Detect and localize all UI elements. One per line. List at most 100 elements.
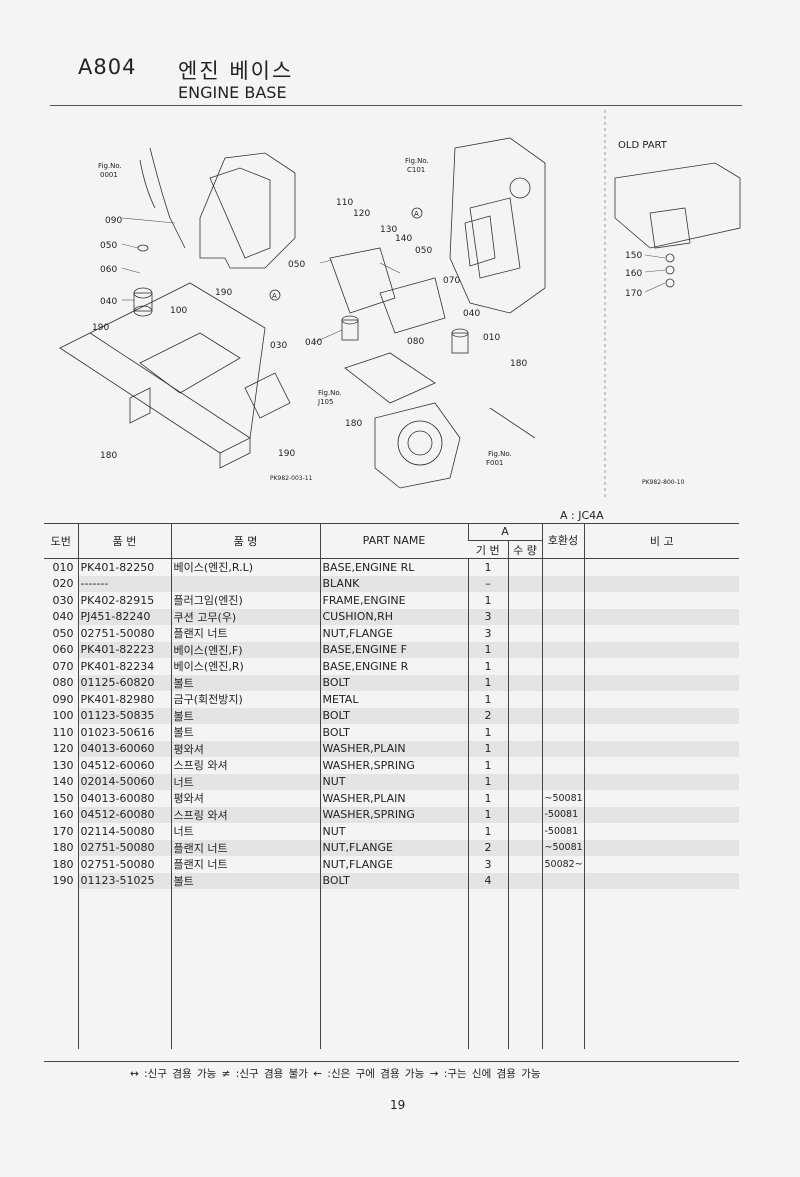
- ref-number: 030: [52, 593, 74, 607]
- name-english: BASE,ENGINE F: [319, 641, 468, 658]
- part-number: PK402-82915: [77, 592, 171, 609]
- quantity: [507, 691, 542, 708]
- remarks: [583, 856, 739, 873]
- base-quantity: 1: [467, 691, 508, 708]
- base-quantity: 1: [467, 757, 508, 774]
- callout-040-c: 040: [463, 309, 480, 319]
- old-part-label: OLD PART: [618, 140, 668, 151]
- quantity: [507, 856, 542, 873]
- interchangeability: [541, 641, 584, 658]
- quantity: [507, 740, 542, 757]
- transmission-housing: [449, 137, 546, 314]
- base-quantity: 1: [467, 823, 508, 840]
- part-number: 01123-50835: [77, 707, 171, 724]
- ref-number: 110: [52, 725, 74, 739]
- col-header-name-en: PART NAME: [319, 523, 468, 559]
- base-quantity: 2: [467, 707, 508, 724]
- model-label: A : JC4A: [560, 509, 604, 522]
- name-english: BASE,ENGINE RL: [319, 558, 468, 576]
- name-english: NUT: [319, 823, 468, 840]
- base-quantity: 1: [467, 740, 508, 757]
- part-number: 02751-50080: [77, 625, 171, 642]
- col-header-qty: 수 량: [507, 540, 542, 559]
- remarks: [583, 674, 739, 691]
- name-english: BASE,ENGINE R: [319, 658, 468, 675]
- hydraulic-unit: [374, 402, 461, 489]
- name-korean: 플랜지 너트: [170, 625, 320, 642]
- long-bolt: [489, 407, 536, 439]
- callout-140: 140: [395, 234, 412, 244]
- name-korean: 플러그임(엔진): [170, 592, 320, 609]
- ref-number: 180: [52, 841, 74, 855]
- name-korean: 볼트: [170, 724, 320, 741]
- col-header-no: 도번: [44, 523, 78, 559]
- base-quantity: 4: [467, 872, 508, 889]
- remarks: [583, 823, 739, 840]
- part-number: 02751-50080: [77, 839, 171, 856]
- part-number: 02751-50080: [77, 856, 171, 873]
- interchangeability: [541, 592, 584, 609]
- part-number: 01125-60820: [77, 674, 171, 691]
- name-english: BOLT: [319, 707, 468, 724]
- page-title-english: ENGINE BASE: [178, 83, 287, 102]
- svg-text:A: A: [272, 292, 277, 300]
- callout-050-c: 050: [288, 260, 305, 270]
- col-header-base-no: 기 번: [468, 540, 508, 559]
- quantity: [507, 641, 542, 658]
- interchangeability: [541, 740, 584, 757]
- ref-number: 020: [52, 577, 74, 591]
- part-number: 04013-60080: [77, 790, 171, 807]
- interchangeability: [541, 658, 584, 675]
- fig-ref-j105-num: J105: [317, 398, 333, 406]
- quantity: [507, 674, 542, 691]
- callout-a-marker-2: A: [411, 207, 423, 219]
- col-header-name-ko: 품 명: [170, 523, 320, 559]
- callout-090: 090: [105, 216, 122, 226]
- page-number: 19: [390, 1098, 406, 1112]
- part-number: 04013-60060: [77, 740, 171, 757]
- part-number: 04512-60060: [77, 757, 171, 774]
- callout-050-b: 050: [415, 246, 432, 256]
- ref-number: 140: [52, 775, 74, 789]
- part-number: 02114-50080: [77, 823, 171, 840]
- svg-text:A: A: [414, 210, 419, 218]
- interchangeability: [541, 608, 584, 625]
- ref-number: 190: [52, 874, 74, 888]
- remarks: [583, 608, 739, 625]
- name-korean: 베이스(엔진,R.L): [170, 558, 320, 576]
- drawing-ref-main: PK982-003-11: [270, 475, 313, 482]
- interchangeability: [541, 558, 584, 576]
- quantity: [507, 707, 542, 724]
- quantity: [507, 592, 542, 609]
- fig-ref-c101-num: C101: [407, 166, 425, 174]
- ref-number: 050: [52, 626, 74, 640]
- base-quantity: 1: [467, 806, 508, 823]
- name-english: FRAME,ENGINE: [319, 592, 468, 609]
- base-quantity: 1: [467, 658, 508, 675]
- callout-180-b: 180: [510, 359, 527, 369]
- exploded-parts-diagram: Fig.No. 0001 Fig.No. C101 Fig.No. J105 F…: [59, 110, 741, 500]
- name-korean: 너트: [170, 823, 320, 840]
- base-quantity: –: [467, 575, 508, 592]
- engine-block: [139, 147, 296, 269]
- interchangeability: [541, 724, 584, 741]
- callout-150: 150: [625, 251, 642, 261]
- callout-010: 010: [483, 333, 500, 343]
- ref-number: 040: [52, 610, 74, 624]
- name-english: WASHER,PLAIN: [319, 740, 468, 757]
- part-number: 01123-51025: [77, 872, 171, 889]
- ref-number: 170: [52, 824, 74, 838]
- part-number: PK401-82234: [77, 658, 171, 675]
- part-number: PK401-82223: [77, 641, 171, 658]
- cushion-left: [133, 244, 153, 317]
